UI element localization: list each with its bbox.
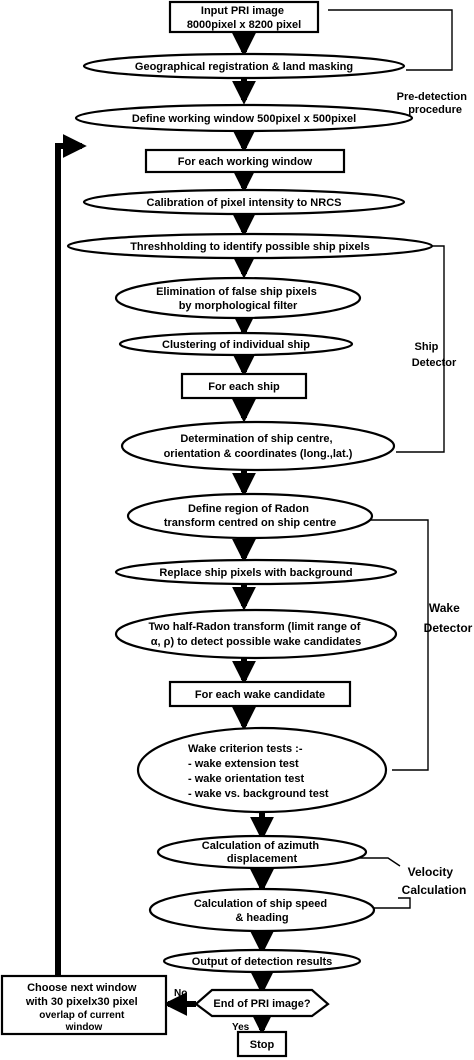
- node-stop: Stop: [236, 1030, 288, 1058]
- branch-no-label: No: [174, 988, 187, 999]
- connectors: [55, 9, 453, 1035]
- branch-yes-label: Yes: [232, 1022, 250, 1033]
- node-each-ship: For each ship: [180, 372, 308, 400]
- bracket-wake-detector: [370, 519, 429, 771]
- node-azimuth: Calculation of azimuth displacement: [156, 834, 368, 870]
- node-stop-text: Stop: [250, 1039, 275, 1051]
- node-cluster: Clustering of individual ship: [118, 331, 354, 357]
- node-radon-region: Define region of Radon transform centred…: [126, 492, 374, 540]
- node-replace: Replace ship pixels with background: [114, 558, 398, 586]
- node-each-wake: For each wake candidate: [168, 680, 352, 708]
- node-thresh: Threshholding to identify possible ship …: [66, 232, 434, 260]
- bracket-velocity-lower: [374, 897, 411, 909]
- group-ship-detector-label: Ship Detector: [412, 341, 457, 369]
- node-geo: Geographical registration & land masking: [82, 52, 406, 80]
- bracket-pre-detection: [328, 9, 453, 71]
- node-half-radon: Two half-Radon transform (limit range of…: [114, 608, 398, 660]
- node-thresh-text: Threshholding to identify possible ship …: [130, 241, 370, 253]
- group-wake-detector-label: Wake Detector: [424, 601, 473, 635]
- node-speed: Calculation of ship speed & heading: [148, 887, 376, 933]
- node-each-wake-text: For each wake candidate: [195, 689, 325, 701]
- node-window-text: Define working window 500pixel x 500pixe…: [132, 113, 356, 125]
- node-half-radon-text: Two half-Radon transform (limit range of…: [149, 621, 364, 648]
- node-next: Choose next window with 30 pixelx30 pixe…: [0, 974, 168, 1036]
- node-centre-text: Determination of ship centre, orientatio…: [164, 433, 353, 460]
- node-calib-text: Calibration of pixel intensity to NRCS: [147, 197, 342, 209]
- node-each-window-text: For each working window: [178, 156, 313, 168]
- node-calib: Calibration of pixel intensity to NRCS: [82, 188, 406, 216]
- node-end-text: End of PRI image?: [213, 998, 310, 1010]
- node-input: Input PRI image 8000pixel x 8200 pixel: [168, 0, 320, 34]
- node-criterion: Wake criterion tests :- - wake extension…: [136, 726, 388, 814]
- node-elim: Elimination of false ship pixels by morp…: [114, 276, 362, 320]
- node-each-ship-text: For each ship: [208, 381, 280, 393]
- node-geo-text: Geographical registration & land masking: [135, 61, 353, 73]
- bracket-ship-detector: [396, 245, 445, 453]
- node-input-text: Input PRI image 8000pixel x 8200 pixel: [187, 5, 301, 31]
- node-window: Define working window 500pixel x 500pixe…: [74, 103, 414, 133]
- node-replace-text: Replace ship pixels with background: [159, 567, 352, 579]
- node-end: End of PRI image?: [194, 988, 330, 1018]
- group-velocity-label: Velocity Calculation: [402, 865, 467, 897]
- node-next-text: Choose next window with 30 pixelx30 pixe…: [25, 978, 142, 1033]
- node-radon-region-text: Define region of Radon transform centred…: [164, 503, 336, 529]
- node-azimuth-text: Calculation of azimuth displacement: [202, 840, 322, 865]
- node-criterion-text: Wake criterion tests :- - wake extension…: [188, 743, 329, 800]
- group-pre-detection-label: Pre-detection procedure: [397, 91, 470, 116]
- node-elim-text: Elimination of false ship pixels by morp…: [156, 286, 320, 312]
- node-output: Output of detection results: [162, 948, 362, 974]
- node-cluster-text: Clustering of individual ship: [162, 339, 310, 351]
- node-each-window: For each working window: [144, 148, 346, 174]
- node-output-text: Output of detection results: [192, 956, 333, 968]
- node-speed-text: Calculation of ship speed & heading: [194, 898, 330, 924]
- node-centre: Determination of ship centre, orientatio…: [120, 420, 396, 472]
- loop-back-line: [55, 134, 87, 986]
